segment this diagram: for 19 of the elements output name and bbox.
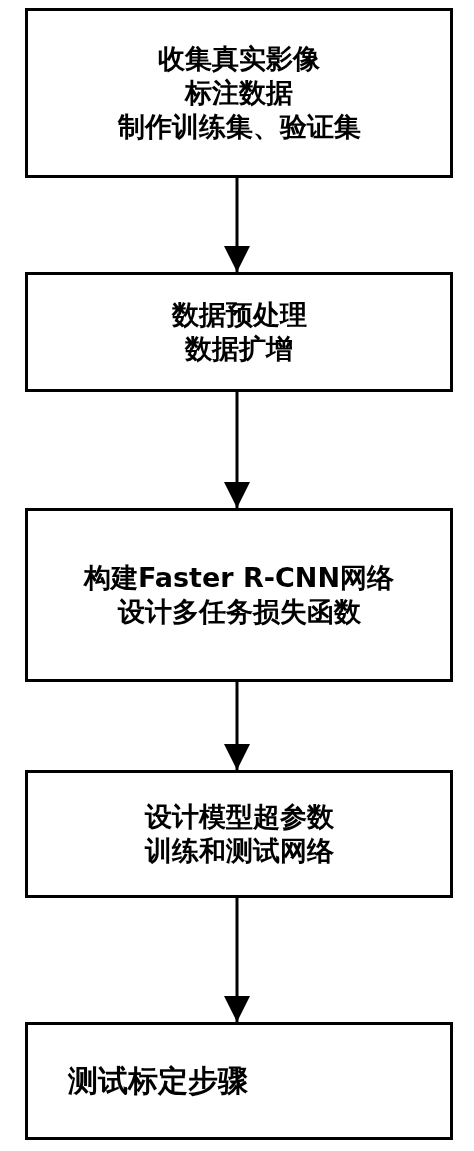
step-text: 制作训练集、验证集 bbox=[117, 109, 361, 144]
step-text: 测试标定步骤 bbox=[68, 1062, 248, 1100]
step-text: 构建Faster R-CNN网络 bbox=[83, 561, 395, 595]
step-text: 收集真实影像 bbox=[158, 42, 320, 77]
step-text: 数据预处理 bbox=[171, 298, 307, 332]
arrow bbox=[224, 392, 250, 508]
arrow bbox=[224, 682, 250, 770]
arrow bbox=[224, 898, 250, 1022]
step-text: 标注数据 bbox=[185, 76, 293, 110]
process-box bbox=[25, 508, 453, 682]
arrow bbox=[224, 178, 250, 272]
step-text: 数据扩增 bbox=[185, 332, 293, 366]
process-box bbox=[25, 272, 453, 392]
process-box bbox=[25, 1022, 453, 1140]
process-box bbox=[25, 8, 453, 178]
step-text: 设计多任务损失函数 bbox=[117, 595, 361, 629]
step-text: 训练和测试网络 bbox=[144, 834, 334, 868]
process-box bbox=[25, 770, 453, 898]
step-text: 设计模型超参数 bbox=[144, 800, 334, 834]
